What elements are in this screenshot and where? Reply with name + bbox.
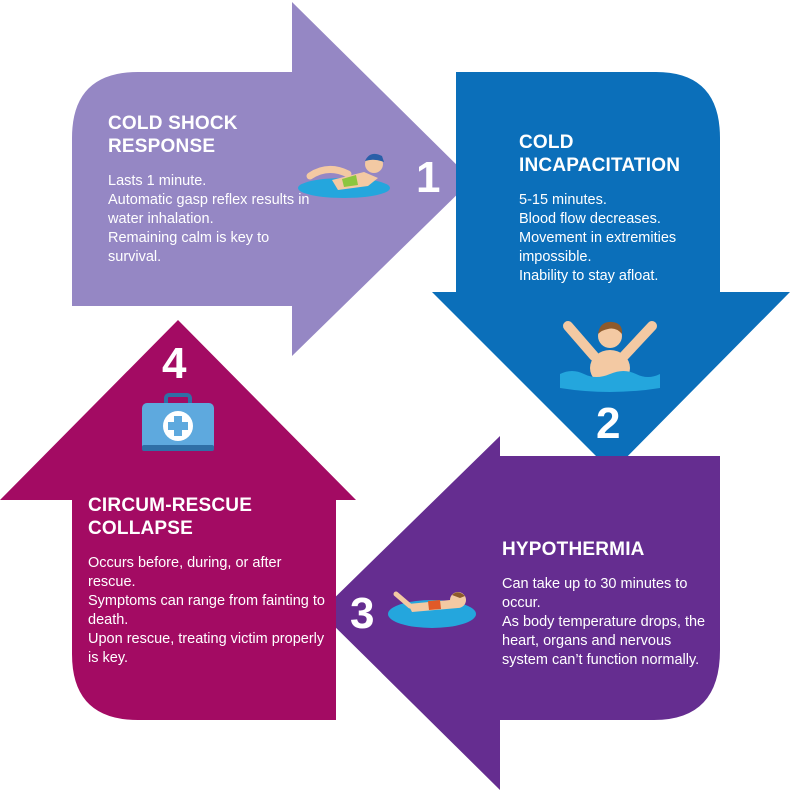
raised-right-arm: [619, 321, 657, 361]
floating-person-icon: [388, 591, 476, 628]
stage-4-line: Occurs before, during, or after rescue.: [88, 555, 282, 590]
stage-2-line: Blood flow decreases.: [519, 211, 661, 227]
kit-lid-line: [142, 445, 214, 451]
legs: [393, 591, 413, 609]
stage-4-line: Upon rescue, treating victim properly is…: [88, 631, 325, 666]
stage-2-line: Inability to stay afloat.: [519, 268, 659, 284]
raised-left-arm: [563, 321, 599, 361]
swimmer-arm: [306, 166, 352, 180]
floating-hair: [452, 592, 465, 598]
stage-1-number: 1: [416, 153, 441, 202]
stage-1-line: Lasts 1 minute.: [108, 173, 207, 189]
stage-2-line: 5-15 minutes.: [519, 192, 607, 208]
stage-1-line: Remaining calm is key to survival.: [108, 230, 270, 265]
stage-1-arrow: [72, 2, 472, 356]
stage-3-text: HYPOTHERMIA Can take up to 30 minutes to…: [502, 538, 714, 670]
stage-4-text: CIRCUM-RESCUE COLLAPSE Occurs before, du…: [88, 494, 328, 668]
swimmer-icon: [298, 153, 390, 198]
stage-2-text: COLD INCAPACITATION 5-15 minutes. Blood …: [519, 131, 719, 286]
waves: [560, 371, 660, 392]
hair: [598, 321, 623, 334]
trunks: [428, 600, 441, 610]
stage-2-title: COLD INCAPACITATION: [519, 132, 681, 176]
stage-2-description: 5-15 minutes. Blood flow decreases. Move…: [519, 191, 719, 286]
struggling-swimmer-icon: [560, 321, 660, 392]
stage-1-description: Lasts 1 minute. Automatic gasp reflex re…: [108, 172, 318, 267]
stage-4-description: Occurs before, during, or after rescue. …: [88, 554, 328, 668]
swimsuit: [342, 175, 358, 187]
stage-3-line: As body temperature drops, the heart, or…: [502, 614, 706, 668]
stage-1-line: Automatic gasp reflex results in water i…: [108, 192, 310, 227]
stage-4-arrow: [0, 320, 356, 720]
stage-2-arrow: [432, 72, 790, 472]
stage-2-line: Movement in extremities impossible.: [519, 230, 677, 265]
stage-2-number: 2: [596, 399, 621, 448]
stage-3-line: Can take up to 30 minutes to occur.: [502, 576, 688, 611]
stage-4-title: CIRCUM-RESCUE COLLAPSE: [88, 495, 253, 539]
stage-1-title: COLD SHOCK RESPONSE: [108, 113, 238, 157]
stage-4-line: Symptoms can range from fainting to deat…: [88, 593, 325, 628]
swim-cap: [365, 153, 384, 162]
first-aid-kit-icon: [142, 393, 214, 451]
stage-1-text: COLD SHOCK RESPONSE Lasts 1 minute. Auto…: [108, 112, 318, 267]
stage-3-number: 3: [350, 589, 375, 638]
stage-3-description: Can take up to 30 minutes to occur. As b…: [502, 575, 714, 670]
cross-horizontal: [168, 422, 188, 430]
stage-4-number: 4: [162, 339, 187, 388]
stage-3-arrow: [320, 436, 720, 790]
stage-3-title: HYPOTHERMIA: [502, 539, 645, 560]
